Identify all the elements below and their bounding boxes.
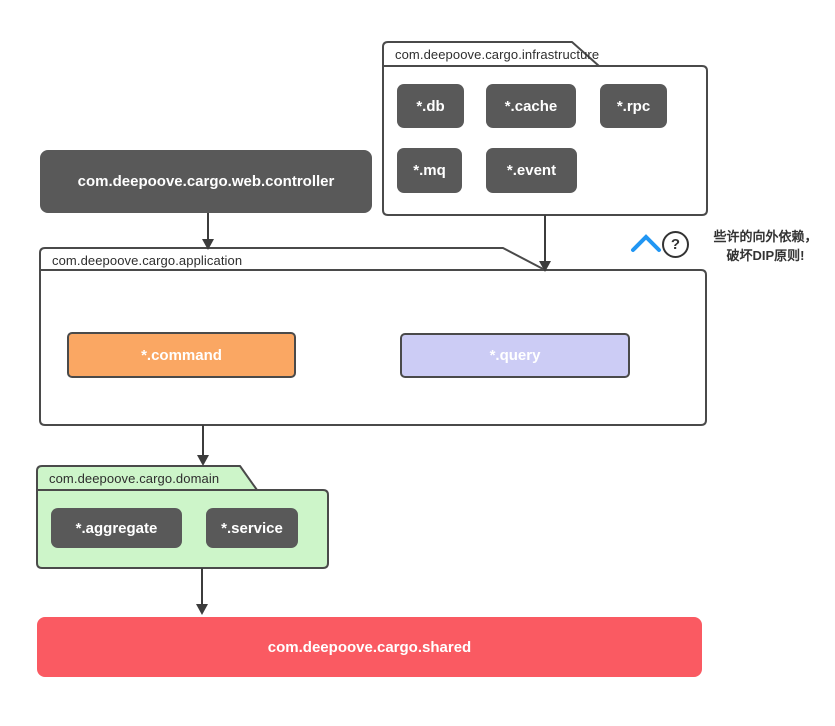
module-db: *.db	[397, 84, 464, 128]
module-event: *.event	[486, 148, 577, 193]
module-aggregate: *.aggregate	[51, 508, 182, 548]
arrow-infrastructure-to-application	[539, 215, 551, 272]
module-mq: *.mq	[397, 148, 462, 193]
arrow-webcontroller-to-application	[202, 213, 214, 250]
module-service: *.service	[206, 508, 298, 548]
infrastructure-package-label: com.deepoove.cargo.infrastructure	[395, 47, 600, 62]
module-query: *.query	[400, 333, 630, 378]
application-package-label: com.deepoove.cargo.application	[52, 253, 243, 268]
module-cache: *.cache	[486, 84, 576, 128]
module-rpc: *.rpc	[600, 84, 667, 128]
module-command: *.command	[67, 332, 296, 378]
shared-block: com.deepoove.cargo.shared	[37, 617, 702, 677]
dip-violation-note: 些许的向外依赖， 破坏DIP原则!	[696, 227, 835, 265]
arrow-domain-to-shared	[196, 568, 208, 615]
collapse-chevron-icon[interactable]	[629, 233, 663, 255]
domain-package-label: com.deepoove.cargo.domain	[49, 471, 220, 486]
application-package-outline	[39, 247, 707, 426]
arrow-application-to-domain	[197, 425, 209, 466]
help-icon[interactable]: ?	[662, 231, 689, 258]
dip-violation-note-line1: 些许的向外依赖，	[713, 229, 818, 244]
web-controller-block: com.deepoove.cargo.web.controller	[40, 150, 372, 213]
dip-violation-note-line2: 破坏DIP原则!	[726, 248, 805, 263]
